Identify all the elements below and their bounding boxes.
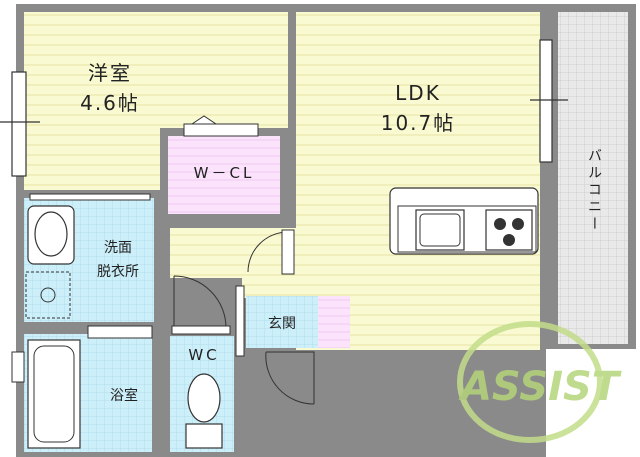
entrance-name: 玄関 bbox=[268, 315, 296, 332]
assist-logo: ASSIST bbox=[457, 321, 622, 443]
hall-floor bbox=[170, 228, 296, 278]
wcl-floor bbox=[168, 136, 280, 214]
ldk-window bbox=[539, 39, 553, 163]
toilet-bowl bbox=[187, 373, 221, 423]
assist-logo-text: ASSIST bbox=[458, 364, 622, 410]
wc-name: WC bbox=[188, 346, 219, 364]
ldk-size: 10.7帖 bbox=[381, 111, 456, 135]
washroom-name-line1: 洗面 bbox=[104, 240, 132, 256]
ldk-name: LDK bbox=[395, 81, 441, 105]
balcony-floor bbox=[558, 12, 628, 344]
bath-window bbox=[11, 351, 25, 383]
hall-floor-lower bbox=[242, 278, 354, 298]
western-room-floor bbox=[24, 12, 288, 128]
washroom-name-line2: 脱衣所 bbox=[97, 264, 139, 280]
washroom-shelf bbox=[29, 193, 151, 201]
washing-machine-space bbox=[25, 271, 71, 319]
bath-name: 浴室 bbox=[110, 387, 138, 404]
western-room-window bbox=[11, 71, 27, 177]
toilet-tank bbox=[185, 423, 223, 449]
kitchen-sink bbox=[415, 209, 465, 251]
entrance-floor bbox=[246, 296, 318, 348]
western-room-size: 4.6帖 bbox=[80, 91, 140, 115]
western-room-name: 洋室 bbox=[88, 61, 132, 85]
balcony-name: バルコニー bbox=[586, 148, 602, 233]
wcl-name: W－CL bbox=[194, 164, 255, 182]
western-room-floor-lower bbox=[24, 128, 160, 190]
